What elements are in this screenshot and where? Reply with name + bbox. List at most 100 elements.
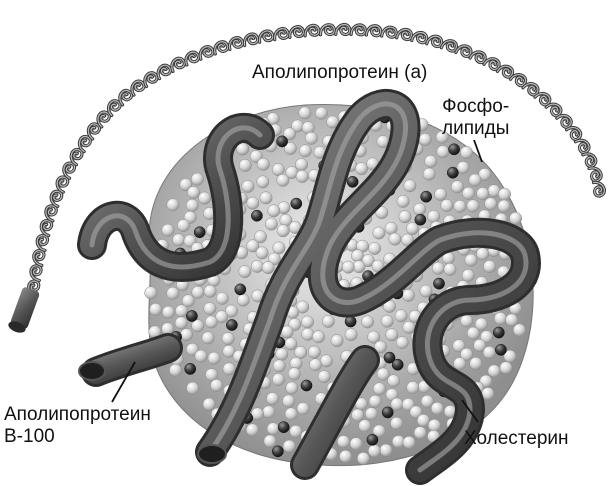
phospholipid-sphere <box>320 355 332 367</box>
phospholipid-sphere <box>222 332 234 344</box>
cholesterol-sphere <box>447 167 458 178</box>
label-phospholipids-line2: липиды <box>442 118 509 140</box>
phospholipid-sphere <box>187 186 199 198</box>
phospholipid-sphere <box>403 436 415 448</box>
phospholipid-sphere <box>247 197 259 209</box>
phospholipid-sphere <box>299 107 311 119</box>
phospholipid-sphere <box>162 306 174 318</box>
phospholipid-sphere <box>295 158 307 170</box>
phospholipid-sphere <box>169 364 181 376</box>
phospholipid-sphere <box>457 161 469 173</box>
phospholipid-sphere <box>266 392 278 404</box>
phospholipid-sphere <box>237 294 249 306</box>
phospholipid-sphere <box>264 435 276 447</box>
phospholipid-sphere <box>312 331 324 343</box>
phospholipid-sphere <box>308 346 320 358</box>
phospholipid-sphere <box>368 445 380 457</box>
phospholipid-sphere <box>309 359 321 371</box>
phospholipid-sphere <box>265 218 277 230</box>
phospholipid-sphere <box>506 314 518 326</box>
phospholipid-sphere <box>208 352 220 364</box>
phospholipid-sphere <box>175 317 187 329</box>
phospholipid-sphere <box>286 382 298 394</box>
phospholipid-sphere <box>297 402 309 414</box>
cholesterol-sphere <box>235 284 246 295</box>
phospholipid-sphere <box>260 192 272 204</box>
label-apolipoprotein-a: Аполипопротеин (а) <box>252 62 427 84</box>
phospholipid-sphere <box>239 265 251 277</box>
phospholipid-sphere <box>180 329 192 341</box>
phospholipid-sphere <box>204 285 216 297</box>
phospholipid-sphere <box>268 205 280 217</box>
phospholipid-sphere <box>387 375 399 387</box>
phospholipid-sphere <box>290 425 302 437</box>
cholesterol-sphere <box>449 144 460 155</box>
phospholipid-sphere <box>239 159 251 171</box>
phospholipid-sphere <box>256 247 268 259</box>
phospholipid-sphere <box>305 132 317 144</box>
phospholipid-sphere <box>273 360 285 372</box>
cholesterol-sphere <box>495 344 506 355</box>
phospholipid-sphere <box>195 350 207 362</box>
phospholipid-sphere <box>460 315 472 327</box>
phospholipid-sphere <box>175 305 187 317</box>
phospholipid-sphere <box>423 168 435 180</box>
phospholipid-sphere <box>191 173 203 185</box>
phospholipid-sphere <box>462 187 474 199</box>
phospholipid-sphere <box>242 180 254 192</box>
phospholipid-sphere <box>257 176 269 188</box>
phospholipid-sphere <box>377 368 389 380</box>
phospholipid-sphere <box>355 163 367 175</box>
phospholipid-sphere <box>301 316 313 328</box>
phospholipid-sphere <box>262 261 274 273</box>
phospholipid-sphere <box>223 363 235 375</box>
phospholipid-sphere <box>444 263 456 275</box>
label-apolipoprotein-b100-line1: Аполипопротеин <box>4 404 151 426</box>
phospholipid-sphere <box>467 327 479 339</box>
phospholipid-sphere <box>434 188 446 200</box>
phospholipid-sphere <box>369 242 381 254</box>
phospholipid-sphere <box>498 200 510 212</box>
phospholipid-sphere <box>345 328 357 340</box>
phospholipid-sphere <box>167 287 179 299</box>
phospholipid-sphere <box>282 395 294 407</box>
phospholipid-sphere <box>187 382 199 394</box>
phospholipid-sphere <box>389 233 401 245</box>
label-cholesterol: Холестерин <box>464 428 569 450</box>
cholesterol-sphere <box>278 422 289 433</box>
phospholipid-sphere <box>283 440 295 452</box>
phospholipid-sphere <box>381 315 393 327</box>
phospholipid-sphere <box>337 435 349 447</box>
phospholipid-sphere <box>267 423 279 435</box>
phospholipid-sphere <box>257 158 269 170</box>
phospholipid-sphere <box>216 292 228 304</box>
phospholipid-sphere <box>162 224 174 236</box>
cholesterol-sphere <box>421 191 432 202</box>
phospholipid-sphere <box>441 199 453 211</box>
phospholipid-sphere <box>145 287 157 299</box>
phospholipid-sphere <box>437 146 449 158</box>
phospholipid-sphere <box>485 198 497 210</box>
label-phospholipids-line1: Фосфо- <box>442 96 509 118</box>
phospholipid-sphere <box>462 269 474 281</box>
phospholipid-sphere <box>407 381 419 393</box>
cholesterol-sphere <box>347 176 358 187</box>
phospholipid-sphere <box>482 387 494 399</box>
cholesterol-sphere <box>186 310 197 321</box>
phospholipid-sphere <box>431 402 443 414</box>
phospholipid-sphere <box>428 419 440 431</box>
cholesterol-sphere <box>194 227 205 238</box>
phospholipid-sphere <box>460 146 472 158</box>
phospholipid-sphere <box>322 315 334 327</box>
phospholipid-sphere <box>186 199 198 211</box>
phospholipid-sphere <box>350 438 362 450</box>
phospholipid-sphere <box>202 332 214 344</box>
phospholipid-sphere <box>500 362 512 374</box>
label-phospholipids: Фосфо- липиды <box>442 96 509 140</box>
cholesterol-sphere <box>277 136 288 147</box>
phospholipid-sphere <box>425 155 437 167</box>
phospholipid-sphere <box>403 321 415 333</box>
phospholipid-sphere <box>399 211 411 223</box>
phospholipid-sphere <box>397 195 409 207</box>
phospholipid-sphere <box>331 335 343 347</box>
